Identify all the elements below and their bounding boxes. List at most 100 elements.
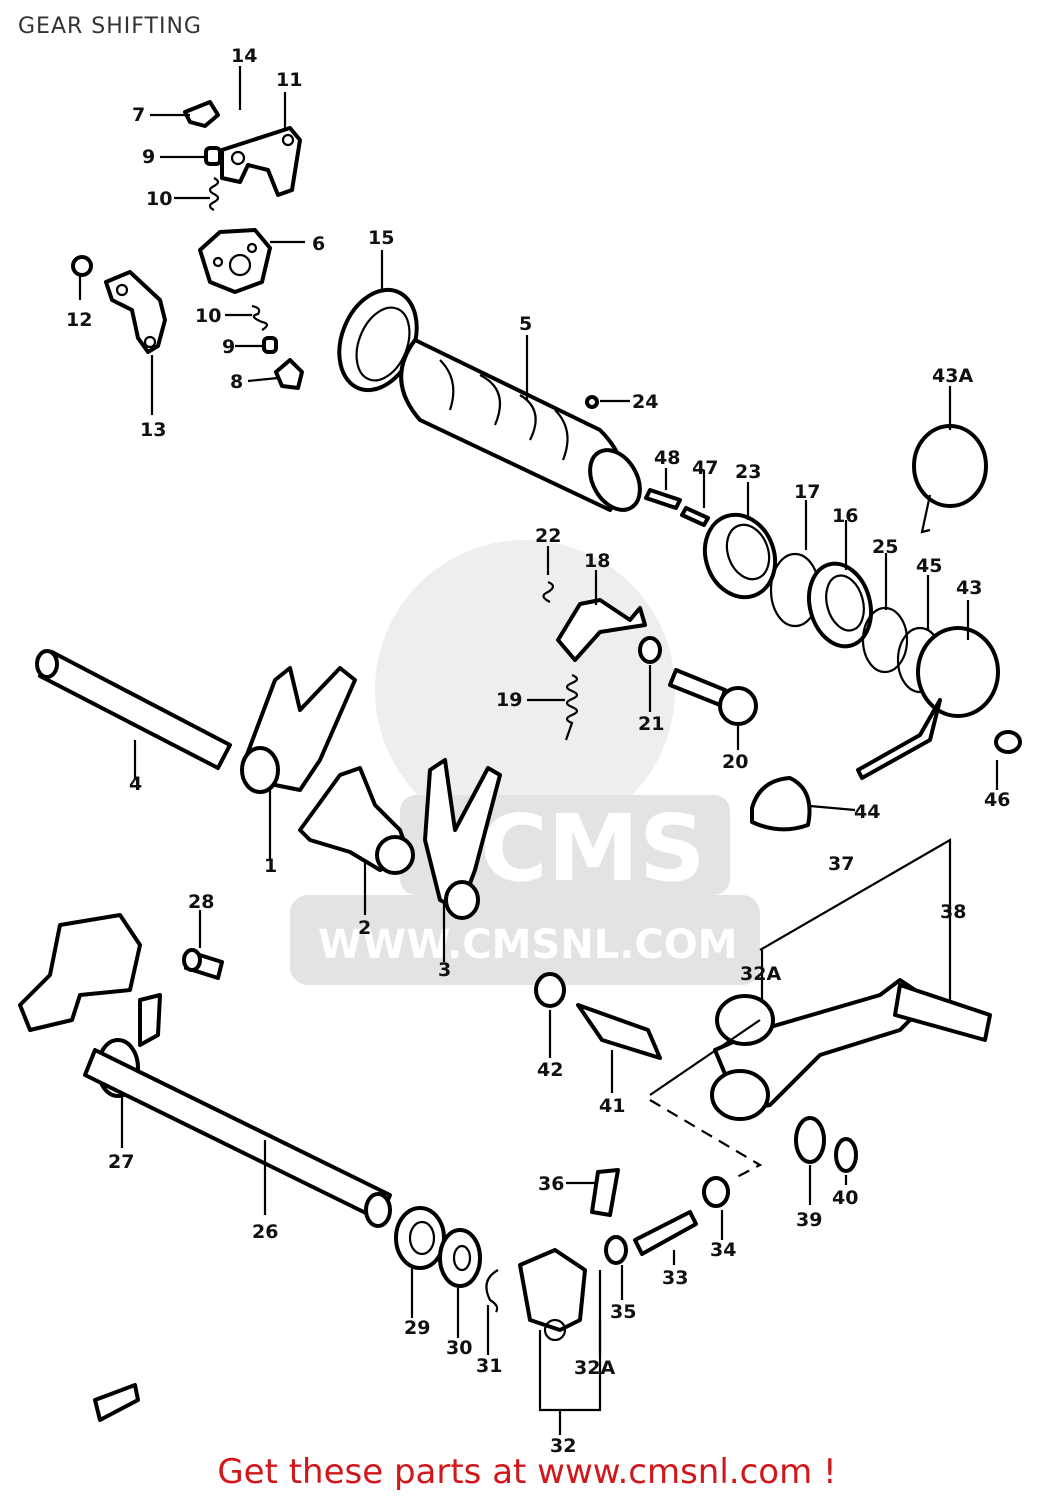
callout-32a-lower: 32A [574, 1357, 615, 1379]
callout-29: 29 [404, 1317, 430, 1339]
grommet-44 [750, 776, 812, 832]
footer-promo[interactable]: Get these parts at www.cmsnl.com ! [217, 1452, 837, 1492]
callout-10b: 10 [195, 305, 221, 327]
callout-6: 6 [312, 233, 325, 255]
pin-24 [585, 395, 599, 409]
washer-21 [638, 636, 662, 664]
callout-24: 24 [632, 391, 658, 413]
callout-32: 32 [550, 1435, 576, 1457]
pin-48 [644, 488, 682, 510]
nut-42 [534, 972, 566, 1008]
bolt-46 [994, 730, 1022, 754]
washer-40 [834, 1137, 858, 1173]
shift-fork-3 [423, 758, 502, 920]
lever-32a-lower [518, 1248, 587, 1342]
callout-37: 37 [828, 853, 854, 875]
gearshift-shaft-26 [83, 1048, 392, 1228]
bolt-20 [668, 668, 758, 726]
callout-43a: 43A [932, 365, 973, 387]
oil-seal-29 [394, 1206, 446, 1270]
callout-17: 17 [794, 481, 820, 503]
callout-46: 46 [984, 789, 1010, 811]
callout-9b: 9 [222, 336, 235, 358]
callout-10: 10 [146, 188, 172, 210]
spring-10-lower [251, 304, 269, 331]
callout-35: 35 [610, 1301, 636, 1323]
callout-27: 27 [108, 1151, 134, 1173]
callout-18: 18 [584, 550, 610, 572]
callout-22: 22 [535, 525, 561, 547]
callout-40: 40 [832, 1187, 858, 1209]
cam-driven-gear-23 [702, 512, 778, 600]
callout-39: 39 [796, 1209, 822, 1231]
shift-fork-2 [298, 766, 415, 875]
callout-3: 3 [438, 959, 451, 981]
callout-11: 11 [276, 69, 302, 91]
spring-22 [542, 580, 555, 603]
circlip-31 [485, 1269, 499, 1313]
callout-19: 19 [496, 689, 522, 711]
circlip-25 [861, 606, 909, 674]
callout-13: 13 [140, 419, 166, 441]
callout-34: 34 [710, 1239, 736, 1261]
washer-30 [438, 1228, 482, 1288]
bearing-15 [337, 287, 419, 393]
callout-12: 12 [66, 309, 92, 331]
callout-5: 5 [519, 313, 532, 335]
callout-36: 36 [538, 1173, 564, 1195]
callout-28: 28 [188, 891, 214, 913]
callout-20: 20 [722, 751, 748, 773]
pin-9-upper [204, 146, 222, 166]
shift-fork-1 [240, 666, 357, 794]
callout-7: 7 [132, 104, 145, 126]
spring-19 [564, 673, 579, 741]
arm-18 [556, 598, 647, 662]
callout-42: 42 [537, 1059, 563, 1081]
nut-34 [702, 1176, 730, 1208]
bolt-41 [576, 1003, 662, 1060]
callout-8: 8 [230, 371, 243, 393]
spring-10-upper [208, 177, 220, 211]
callout-9: 9 [142, 146, 155, 168]
bracket-bottom-left [93, 1383, 140, 1422]
callout-47: 47 [692, 457, 718, 479]
cam-plate-6 [198, 228, 272, 294]
rubber-39 [794, 1116, 826, 1164]
callout-25: 25 [872, 536, 898, 558]
callout-4: 4 [129, 773, 142, 795]
callout-16: 16 [832, 505, 858, 527]
callout-23: 23 [735, 461, 761, 483]
watermark-logo: CMS WWW.CMSNL.COM [290, 540, 760, 985]
bolt-36 [590, 1168, 620, 1217]
callout-32a: 32A [740, 963, 781, 985]
callout-38: 38 [940, 901, 966, 923]
callout-43: 43 [956, 577, 982, 599]
callout-labels: 14 11 7 9 10 6 12 13 10 9 8 15 5 24 43A … [66, 45, 1010, 1457]
pawl-8 [274, 358, 304, 390]
cover-43a [912, 424, 988, 534]
watermark-url: WWW.CMSNL.COM [318, 922, 738, 968]
page-title: GEAR SHIFTING [18, 14, 202, 39]
callout-44: 44 [854, 801, 880, 823]
callout-21: 21 [638, 713, 664, 735]
callout-45: 45 [916, 555, 942, 577]
washer-35 [604, 1235, 628, 1265]
bolt-33 [633, 1210, 698, 1256]
pin-9-lower [262, 336, 278, 354]
callout-41: 41 [599, 1095, 625, 1117]
gearshift-cam-5 [399, 338, 642, 512]
bolt-28 [182, 948, 224, 980]
callout-15: 15 [368, 227, 394, 249]
callout-26: 26 [252, 1221, 278, 1243]
callout-31: 31 [476, 1355, 502, 1377]
callout-14: 14 [231, 45, 257, 67]
callout-33: 33 [662, 1267, 688, 1289]
stopper-plate-11 [220, 126, 302, 197]
fork-shaft-4 [35, 649, 232, 770]
pin-47 [680, 506, 710, 527]
callout-1: 1 [264, 855, 277, 877]
callout-48: 48 [654, 447, 680, 469]
cam-stopper-13 [104, 270, 167, 354]
washer-12 [71, 255, 93, 277]
